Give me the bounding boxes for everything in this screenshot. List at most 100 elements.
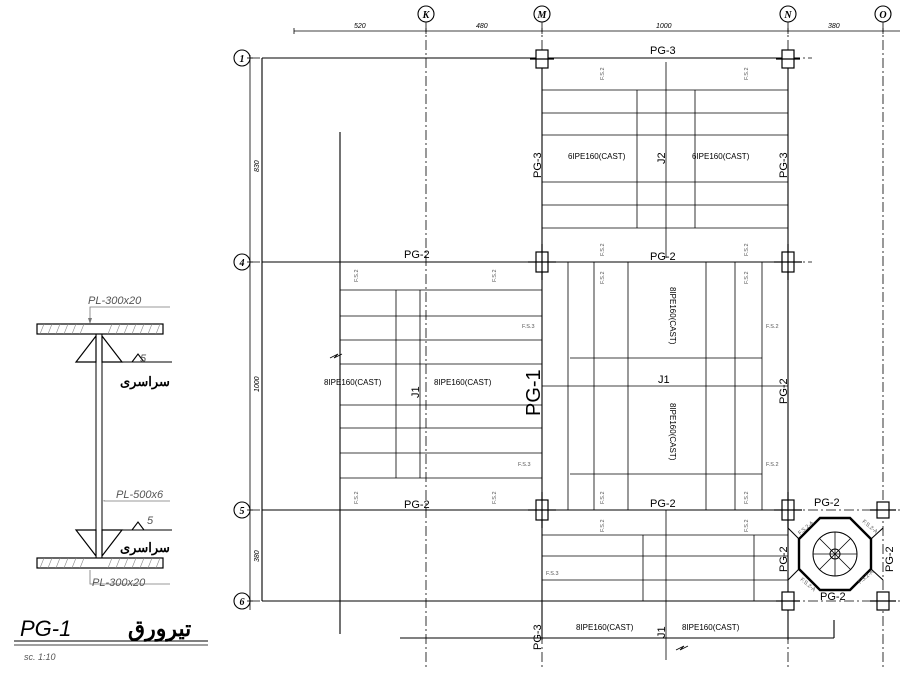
axis-label-1: 1 (240, 54, 245, 65)
axis-label-n: N (783, 10, 792, 21)
weld-size-top: 5 (140, 353, 147, 365)
axis-bubble-m: M (533, 5, 551, 23)
joists-bottom-bay (542, 510, 788, 660)
tag-fs-11: F.S.3 (518, 462, 531, 468)
joists-top-bay (542, 62, 788, 258)
weld-text-bottom: سراسری (120, 540, 170, 556)
framing-plan: 520 480 1000 380 830 1000 380 K M (233, 5, 900, 668)
tag-fs-9: F.S.3 (522, 324, 535, 330)
label-pg3-right: PG-3 (778, 152, 790, 178)
tag-fs-3: F.S.2 (600, 243, 606, 256)
weld-size-bottom: 5 (147, 515, 154, 527)
label-j2-top: J2 (656, 152, 668, 164)
tag-fs-1: F.S.2 (600, 67, 606, 80)
dim-top-2: 480 (476, 23, 488, 30)
dim-top-1: 520 (354, 23, 366, 30)
tag-fs-14: F.S.2 (492, 491, 498, 504)
axis-bubble-k: K (417, 5, 435, 23)
break-mark-left (329, 353, 343, 359)
tag-fs-16: F.S.2 (744, 491, 750, 504)
tag-fs-5: F.S.2 (354, 269, 360, 282)
axis-label-6: 6 (240, 597, 245, 608)
label-pg1-center: PG-1 (523, 369, 545, 416)
column-m5 (528, 492, 556, 528)
axis-bubble-6: 6 (233, 592, 251, 610)
column-m1 (530, 49, 554, 69)
tag-fs-4: F.S.2 (744, 243, 750, 256)
label-corner-pg2-right: PG-2 (884, 546, 896, 572)
label-pg3-left: PG-3 (532, 152, 544, 178)
dim-left-3: 380 (254, 550, 261, 562)
plate-top-label: PL-300x20 (88, 295, 142, 307)
label-beam-mid-lower: 8IPE160(CAST) (668, 403, 677, 461)
tag-fs-7: F.S.2 (600, 271, 606, 284)
label-j1-bottom: J1 (656, 626, 668, 638)
label-beam-bottom-right: 8IPE160(CAST) (682, 623, 740, 632)
tag-fs-13: F.S.2 (354, 491, 360, 504)
pg1-section-detail: PL-300x20 PL-500x6 PL-300x20 5 5 سراسری … (14, 295, 208, 662)
weld-top-left (74, 334, 97, 363)
label-pg2-row5-right: PG-2 (650, 498, 676, 510)
tag-fs-18: F.S.2 (744, 519, 750, 532)
section-title-code: PG-1 (20, 616, 71, 641)
tag-fs-10: F.S.2 (766, 324, 779, 330)
tag-fs-17: F.S.2 (600, 519, 606, 532)
label-pg2-row5-left: PG-2 (404, 499, 430, 511)
column-m4 (528, 244, 556, 280)
main-girders (261, 57, 835, 640)
column-o6 (870, 591, 896, 611)
tag-fs-12: F.S.2 (766, 462, 779, 468)
web-plate (95, 333, 103, 559)
tag-oct-1: F.S.2-A (797, 520, 815, 536)
tag-fs-2: F.S.2 (744, 67, 750, 80)
connection-tags: F.S.2 F.S.2 F.S.2 F.S.2 F.S.2 F.S.2 F.S.… (354, 67, 879, 593)
weld-text-top: سراسری (120, 374, 170, 390)
dim-left-1: 830 (254, 160, 261, 172)
tag-fs-19: F.S.3 (546, 571, 559, 577)
axis-label-m: M (537, 10, 548, 21)
dim-left-2: 1000 (254, 376, 261, 392)
section-title-persian: تیرورق (128, 616, 191, 642)
axis-bubble-n: N (779, 5, 797, 23)
column-n4 (774, 244, 802, 280)
label-pg3-top: PG-3 (650, 45, 676, 57)
column-n1 (776, 49, 800, 69)
tag-fs-15: F.S.2 (600, 491, 606, 504)
bottom-flange-plate (36, 557, 164, 569)
column-n5 (774, 492, 802, 528)
label-corner-pg2-bottom: PG-2 (820, 591, 846, 603)
column-n6 (776, 591, 800, 611)
axis-label-o: O (879, 10, 886, 21)
dim-top-4: 380 (828, 23, 840, 30)
section-scale: sc. 1:10 (24, 652, 56, 662)
dim-top-3: 1000 (656, 23, 672, 30)
weld-top-right (101, 334, 124, 363)
label-beam-mid-upper: 8IPE160(CAST) (668, 287, 677, 345)
joists-mid-bay (542, 262, 788, 510)
label-beam-bottom-left: 8IPE160(CAST) (576, 623, 634, 632)
axis-label-k: K (422, 10, 431, 21)
top-flange-plate (36, 323, 164, 335)
octagonal-core (787, 516, 884, 592)
label-pg2-row4-left: PG-2 (404, 249, 430, 261)
label-beam-top-right: 6IPE160(CAST) (692, 152, 750, 161)
label-pg3-bottom: PG-3 (532, 624, 544, 650)
break-mark-bottom (675, 645, 689, 651)
label-j1-center: J1 (658, 374, 670, 386)
label-j1-left: J1 (410, 386, 422, 398)
axis-bubble-o: O (874, 5, 892, 23)
axis-bubble-4: 4 (233, 253, 251, 271)
plate-bottom-label: PL-300x20 (92, 577, 146, 589)
joists-left-bay (340, 289, 542, 479)
tag-fs-8: F.S.2 (744, 271, 750, 284)
axis-label-5: 5 (240, 506, 245, 517)
axis-bubble-5: 5 (233, 501, 251, 519)
weld-bottom-left (74, 529, 97, 558)
label-beam-mid-left-b: 8IPE160(CAST) (434, 378, 492, 387)
label-corner-pg2-top: PG-2 (814, 497, 840, 509)
axis-bubble-1: 1 (233, 49, 251, 67)
plate-web-label: PL-500x6 (116, 489, 164, 501)
label-beam-mid-left-a: 8IPE160(CAST) (324, 378, 382, 387)
tag-oct-4: F.S.2-A (857, 569, 875, 585)
